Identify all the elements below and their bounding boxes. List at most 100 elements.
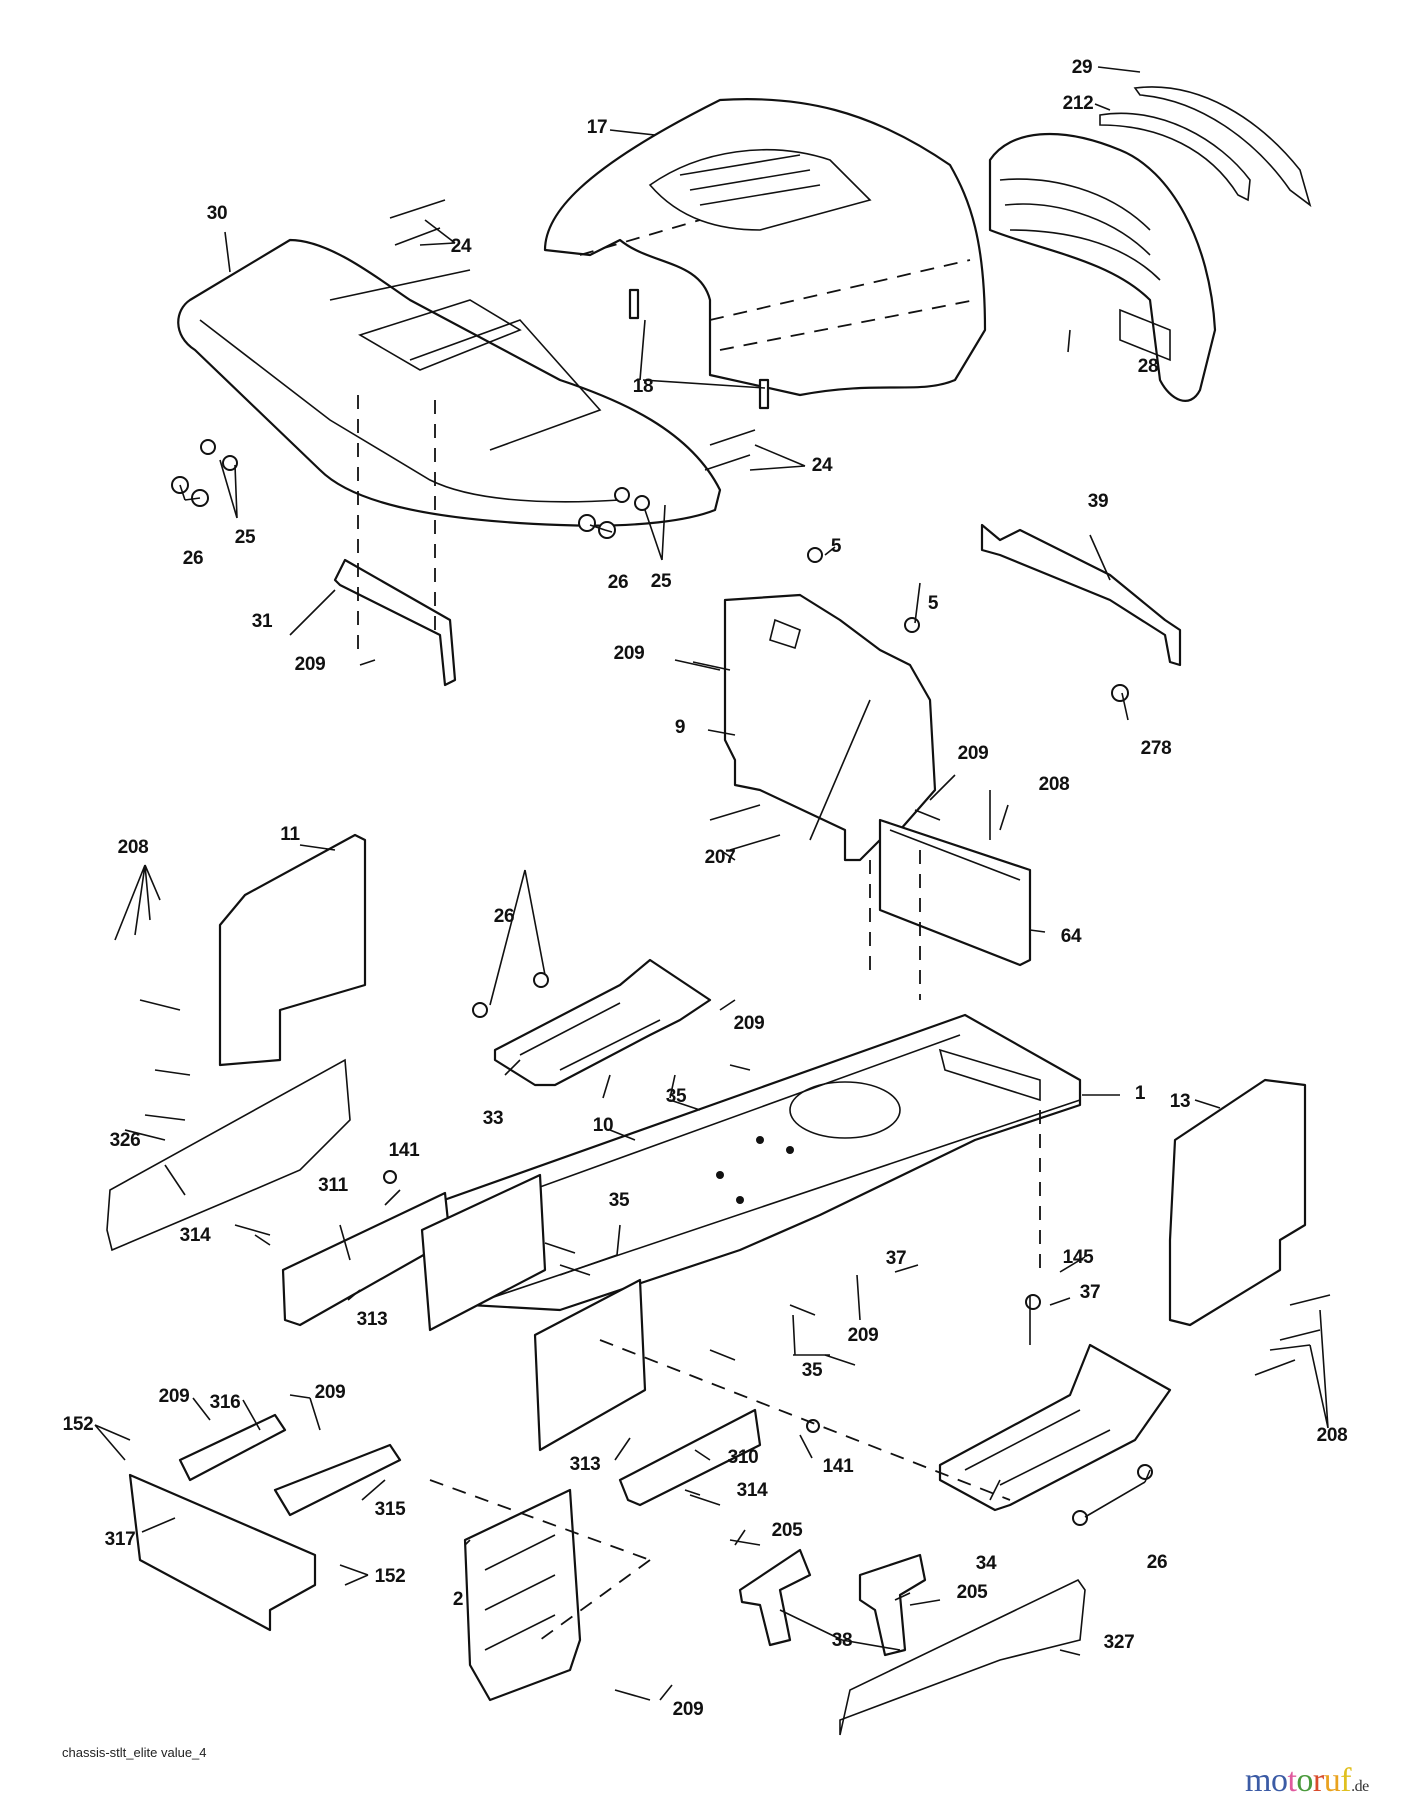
callout-label: 152	[62, 1414, 94, 1435]
callout-label: 64	[1060, 926, 1082, 947]
callout-label: 326	[109, 1130, 141, 1151]
seat-bracket	[333, 558, 457, 687]
heat-shield-326	[106, 1058, 351, 1252]
logo-letter: t	[1287, 1762, 1297, 1799]
lever-38-right	[858, 1553, 927, 1657]
logo-letter: f	[1340, 1762, 1352, 1799]
footrest-right	[938, 1343, 1172, 1512]
bracket-39	[980, 523, 1182, 667]
callout-label: 38	[831, 1630, 853, 1651]
callout-label: 11	[280, 824, 300, 845]
callout-label: 17	[586, 117, 608, 138]
callout-label: 26	[493, 906, 515, 927]
callout-label: 209	[294, 654, 326, 675]
callout-label: 35	[801, 1360, 823, 1381]
callout-label: 10	[592, 1115, 614, 1136]
callout-label: 208	[1316, 1425, 1348, 1446]
frame-side-plate	[420, 1173, 547, 1332]
callout-label: 5	[830, 536, 842, 557]
logo-letter: o	[1296, 1762, 1313, 1799]
callout-label: 209	[672, 1699, 704, 1720]
hitch-plate-310	[618, 1408, 762, 1507]
callout-label: 314	[736, 1480, 768, 1501]
callout-label: 9	[674, 717, 686, 738]
callout-label: 35	[608, 1190, 630, 1211]
callout-label: 327	[1103, 1632, 1135, 1653]
callout-label: 314	[179, 1225, 211, 1246]
lever-38-left	[738, 1548, 812, 1647]
callout-label: 18	[632, 376, 654, 397]
tray-317	[128, 1473, 317, 1632]
dash-panel	[723, 593, 937, 862]
callout-label: 209	[314, 1382, 346, 1403]
callout-label: 209	[847, 1325, 879, 1346]
callout-label: 310	[727, 1447, 759, 1468]
bracket-315	[273, 1443, 402, 1517]
heat-shield-327	[839, 1578, 1086, 1736]
hood-tab	[758, 378, 770, 410]
callout-label: 205	[956, 1582, 988, 1603]
seat-part	[177, 238, 722, 527]
callout-label: 313	[569, 1454, 601, 1475]
logo-letter: m	[1245, 1762, 1271, 1799]
callout-label: 13	[1169, 1091, 1191, 1112]
callout-label: 311	[318, 1175, 348, 1196]
callout-label: 141	[822, 1456, 854, 1477]
callout-label: 37	[1079, 1282, 1101, 1303]
callout-label: 208	[1038, 774, 1070, 795]
callout-label: 37	[885, 1248, 907, 1269]
callout-label: 141	[388, 1140, 420, 1161]
callout-label: 29	[1071, 57, 1093, 78]
bracket-2	[463, 1488, 582, 1702]
frame-side-plate	[533, 1278, 647, 1452]
side-plate-right	[1168, 1078, 1307, 1327]
callout-label: 212	[1062, 93, 1094, 114]
callout-label: 209	[957, 743, 989, 764]
callout-label: 278	[1140, 738, 1172, 759]
callout-label: 34	[975, 1553, 997, 1574]
hitch-plate-311	[281, 1191, 452, 1327]
callout-label: 209	[733, 1013, 765, 1034]
callout-label: 1	[1134, 1083, 1146, 1104]
callout-label: 25	[234, 527, 256, 548]
callout-label: 25	[650, 571, 672, 592]
callout-label: 2	[452, 1589, 464, 1610]
hood-part	[543, 98, 987, 397]
callout-label: 24	[450, 236, 472, 257]
grille-part	[988, 132, 1217, 402]
callout-label: 26	[182, 548, 204, 569]
callout-label: 152	[374, 1566, 406, 1587]
logo-letter: o	[1270, 1762, 1288, 1799]
logo-letter: r	[1312, 1762, 1324, 1799]
callout-label: 26	[1146, 1552, 1168, 1573]
callout-label: 39	[1087, 491, 1109, 512]
callout-label: 35	[665, 1086, 687, 1107]
callout-label: 317	[104, 1529, 136, 1550]
callout-label: 209	[613, 643, 645, 664]
callout-label: 207	[704, 847, 736, 868]
logo-letter: u	[1323, 1762, 1341, 1799]
motoruf-logo: motoruf.de	[1245, 1762, 1369, 1800]
side-plate-left	[218, 833, 367, 1067]
callout-label: 5	[927, 593, 939, 614]
hood-tab	[628, 288, 640, 320]
callout-label: 316	[209, 1392, 241, 1413]
callout-label: 26	[607, 572, 629, 593]
logo-domain-suffix: .de	[1351, 1778, 1369, 1795]
callout-label: 28	[1137, 356, 1159, 377]
callout-label: 205	[771, 1520, 803, 1541]
alignment-lines	[357, 395, 1041, 1641]
callout-label: 24	[811, 455, 833, 476]
trim-strip-29	[1133, 86, 1312, 208]
callout-label: 313	[356, 1309, 388, 1330]
trim-strip-212	[1099, 112, 1251, 202]
callout-label: 31	[251, 611, 273, 632]
diagram-source-id: chassis-stlt_elite value_4	[62, 1745, 207, 1760]
callout-label: 209	[158, 1386, 190, 1407]
bracket-64	[878, 818, 1032, 967]
callout-label: 208	[117, 837, 149, 858]
leader-lines	[94, 66, 1329, 1701]
callout-label: 315	[374, 1499, 406, 1520]
logo-wordmark: motoruf	[1245, 1762, 1352, 1799]
